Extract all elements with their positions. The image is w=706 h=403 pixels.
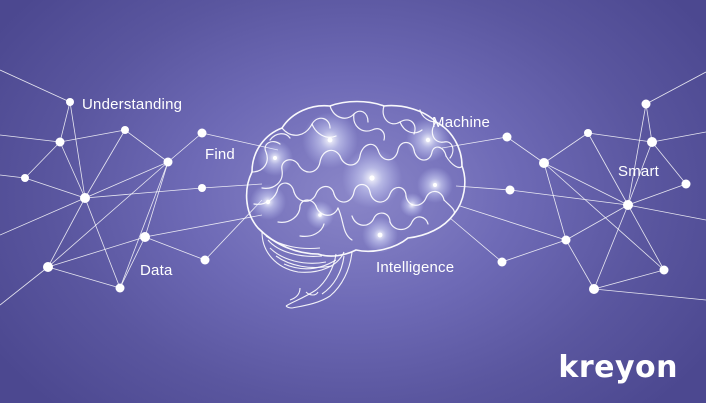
right-network (441, 71, 706, 301)
label-data: Data (140, 262, 173, 279)
label-intelligence: Intelligence (376, 259, 455, 276)
brain-icon (245, 100, 466, 309)
kreyon-logo: kreyon (558, 350, 678, 385)
label-machine: Machine (432, 114, 491, 131)
right-network-nodes (497, 99, 691, 294)
left-network-nodes (21, 98, 210, 293)
label-understanding: Understanding (82, 96, 183, 113)
label-find: Find (205, 146, 235, 163)
brain-glow (250, 112, 453, 253)
label-smart: Smart (618, 163, 660, 180)
